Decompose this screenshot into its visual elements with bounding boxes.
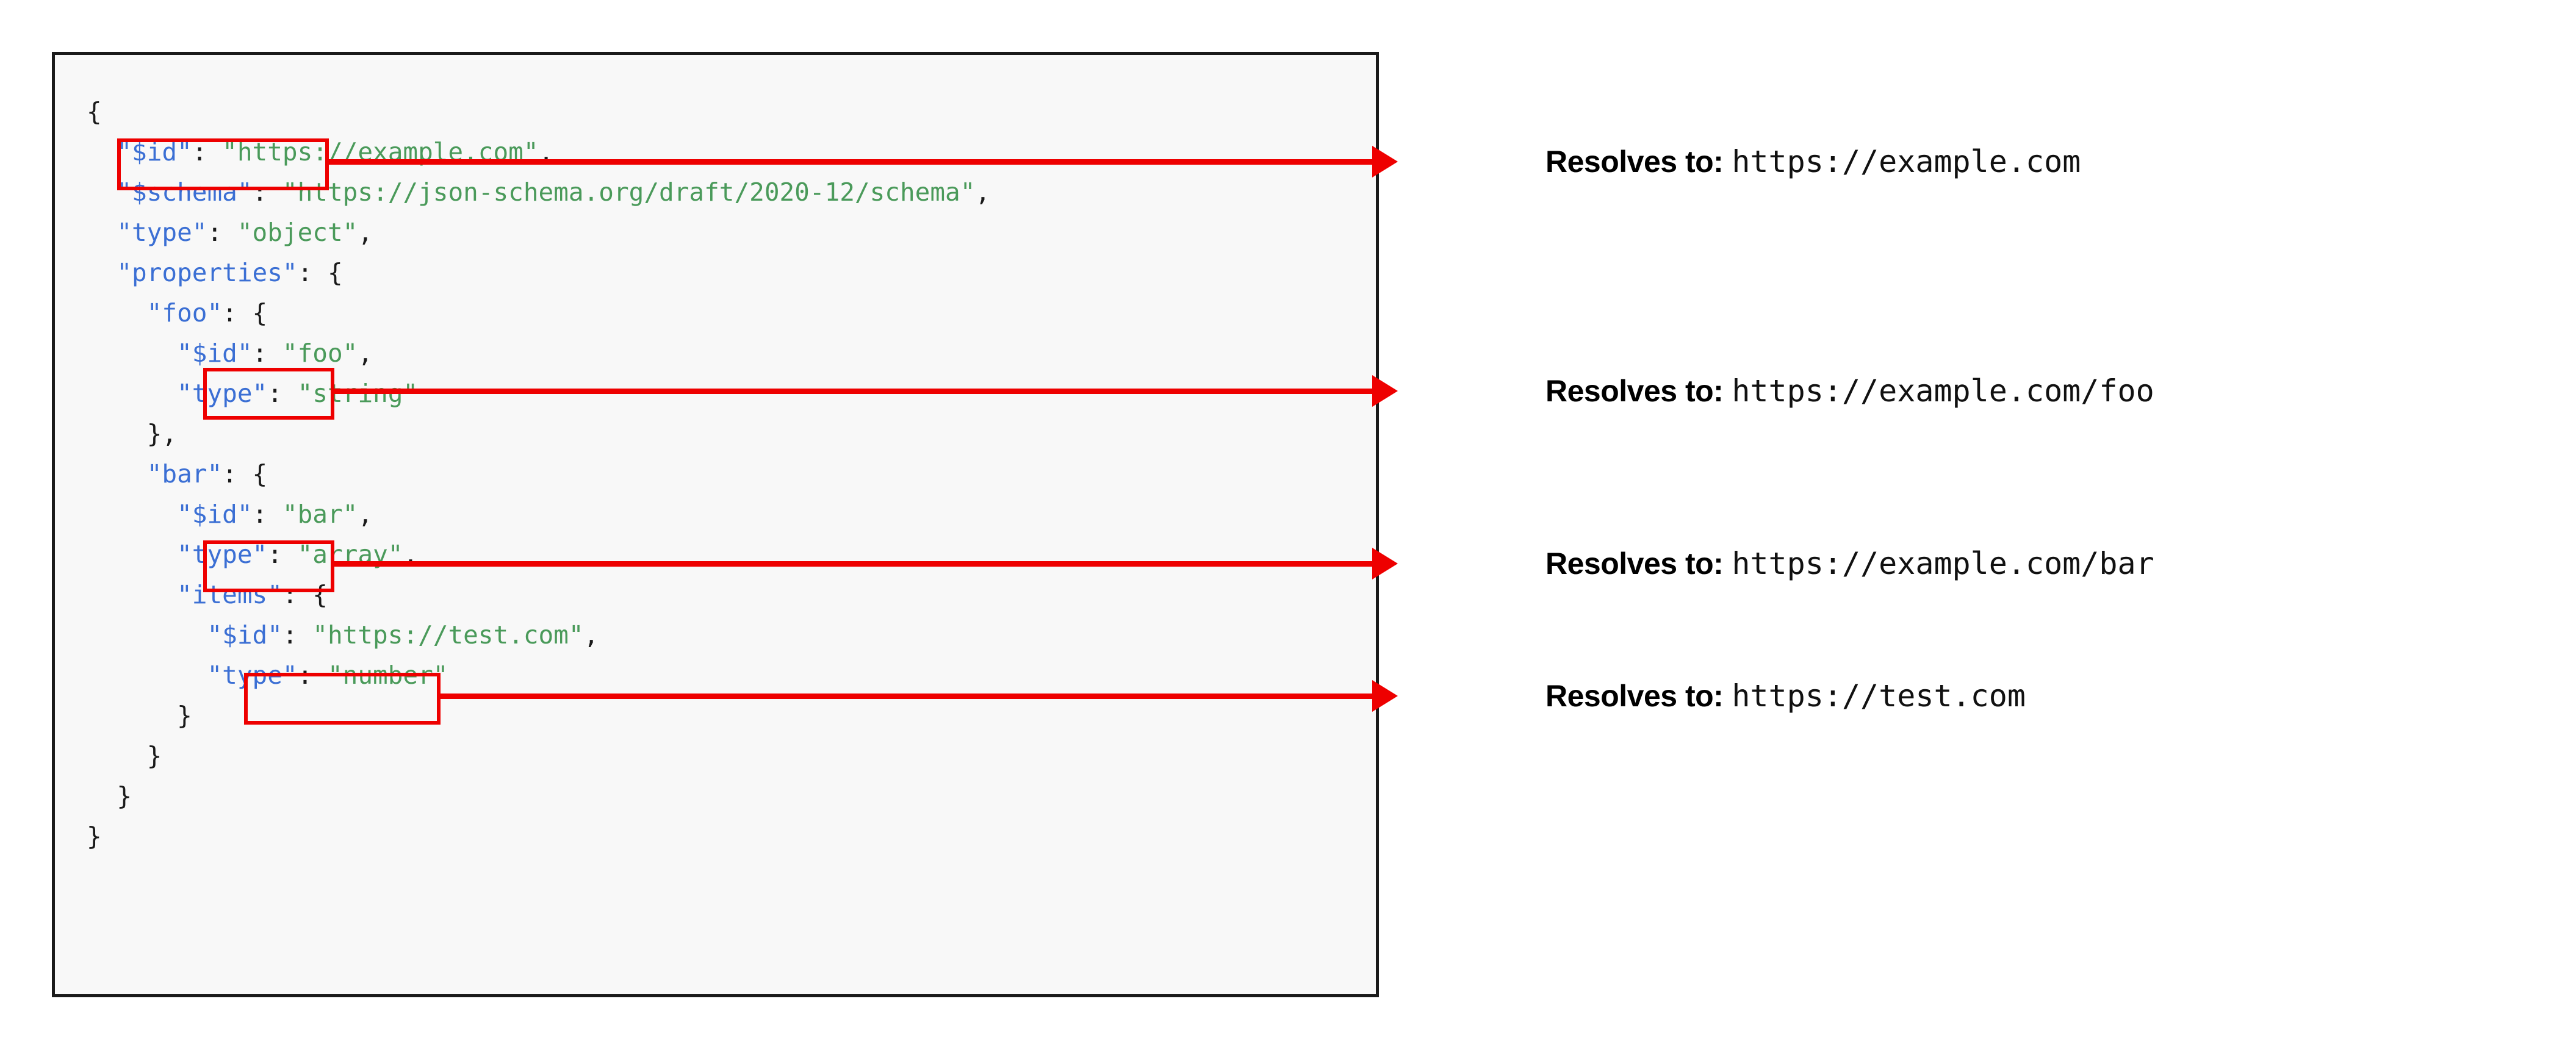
code-indent — [87, 379, 177, 408]
code-indent — [87, 218, 117, 247]
json-punctuation: : — [252, 177, 282, 207]
json-key: "foo" — [146, 298, 223, 328]
json-key: "type" — [177, 379, 268, 408]
code-indent — [87, 540, 177, 569]
code-indent — [87, 419, 147, 448]
highlight-box-id-root — [117, 138, 329, 190]
json-punctuation: : { — [222, 459, 268, 489]
highlight-box-id-items — [244, 673, 441, 725]
code-indent — [87, 741, 147, 770]
json-punctuation: , — [358, 500, 373, 529]
code-line: "type": "number" — [87, 655, 990, 695]
arrow-head-id-bar — [1372, 548, 1398, 579]
resolved-url: https://example.com/bar — [1732, 546, 2154, 581]
json-key: "type" — [177, 540, 268, 569]
json-punctuation: : — [267, 540, 298, 569]
json-key: "$id" — [207, 620, 282, 650]
code-line: "$id": "foo", — [87, 333, 990, 373]
json-key: "$schema" — [117, 177, 253, 207]
json-punctuation: } — [117, 781, 132, 811]
resolve-row-id-items: Resolves to:https://test.com — [1545, 678, 2026, 714]
json-punctuation: , — [975, 177, 991, 207]
json-key: "items" — [177, 580, 282, 609]
json-string: "https://json-schema.org/draft/2020-12/s… — [282, 177, 976, 207]
json-punctuation: : — [267, 379, 298, 408]
json-string: "https://test.com" — [312, 620, 584, 650]
resolves-to-label: Resolves to: — [1545, 145, 1724, 179]
json-punctuation: : — [192, 137, 223, 167]
code-indent — [87, 500, 177, 529]
resolved-url: https://example.com — [1732, 144, 2081, 179]
resolve-row-id-foo: Resolves to:https://example.com/foo — [1545, 373, 2154, 409]
code-line: } — [87, 695, 990, 736]
code-line: "$id": "https://test.com", — [87, 615, 990, 655]
resolves-to-label: Resolves to: — [1545, 547, 1724, 581]
resolve-row-id-root: Resolves to:https://example.com — [1545, 144, 2081, 179]
json-punctuation: : { — [297, 258, 343, 287]
highlight-box-id-bar — [203, 540, 334, 592]
code-indent — [87, 258, 117, 287]
code-indent — [87, 177, 117, 207]
highlight-box-id-foo — [203, 368, 334, 420]
code-line: { — [87, 91, 990, 132]
json-punctuation: : — [282, 620, 313, 650]
code-indent — [87, 459, 147, 489]
json-punctuation: , — [358, 339, 373, 368]
json-code-lines: { "$id": "https://example.com", "$schema… — [87, 91, 990, 856]
code-indent — [87, 339, 177, 368]
code-indent — [87, 701, 177, 730]
json-key: "bar" — [146, 459, 223, 489]
json-punctuation: } — [87, 822, 102, 851]
resolved-url: https://test.com — [1732, 678, 2026, 714]
arrow-head-id-items — [1372, 680, 1398, 712]
json-punctuation: { — [87, 97, 102, 126]
resolved-url: https://example.com/foo — [1732, 373, 2154, 409]
code-line: "properties": { — [87, 253, 990, 293]
code-line: "$schema": "https://json-schema.org/draf… — [87, 172, 990, 212]
arrow-shaft-id-foo — [334, 389, 1372, 394]
code-line: } — [87, 776, 990, 816]
json-key: "type" — [117, 218, 207, 247]
json-punctuation: , — [583, 620, 599, 650]
json-key: "properties" — [117, 258, 298, 287]
json-punctuation: }, — [146, 419, 178, 448]
code-indent — [87, 580, 177, 609]
arrow-shaft-id-bar — [334, 561, 1372, 567]
code-indent — [87, 298, 147, 328]
json-punctuation: } — [177, 701, 192, 730]
code-line: "foo": { — [87, 293, 990, 333]
resolve-row-id-bar: Resolves to:https://example.com/bar — [1545, 546, 2154, 581]
code-indent — [87, 137, 117, 167]
resolves-to-label: Resolves to: — [1545, 374, 1724, 408]
json-punctuation: : — [252, 500, 282, 529]
code-line: } — [87, 816, 990, 856]
code-line: "items": { — [87, 575, 990, 615]
json-punctuation: , — [358, 218, 373, 247]
resolves-to-label: Resolves to: — [1545, 679, 1724, 713]
code-line: } — [87, 736, 990, 776]
json-string: "bar" — [282, 500, 358, 529]
code-indent — [87, 661, 207, 690]
json-punctuation: : { — [282, 580, 328, 609]
json-punctuation: : { — [222, 298, 268, 328]
json-punctuation: } — [146, 741, 162, 770]
code-line: }, — [87, 414, 990, 454]
code-indent — [87, 620, 207, 650]
json-string: "object" — [237, 218, 358, 247]
json-key: "$id" — [177, 339, 253, 368]
json-string: "foo" — [282, 339, 358, 368]
json-key: "$id" — [177, 500, 253, 529]
code-line: "$id": "bar", — [87, 494, 990, 534]
arrow-head-id-foo — [1372, 375, 1398, 407]
code-line: "type": "object", — [87, 212, 990, 253]
json-code-block: { "$id": "https://example.com", "$schema… — [52, 52, 1379, 997]
code-indent — [87, 781, 117, 811]
json-punctuation: : — [252, 339, 282, 368]
json-key: "$id" — [117, 137, 192, 167]
code-line: "bar": { — [87, 454, 990, 494]
arrow-shaft-id-root — [329, 159, 1372, 165]
arrow-shaft-id-items — [441, 694, 1372, 699]
json-punctuation: : — [207, 218, 237, 247]
arrow-head-id-root — [1372, 146, 1398, 177]
